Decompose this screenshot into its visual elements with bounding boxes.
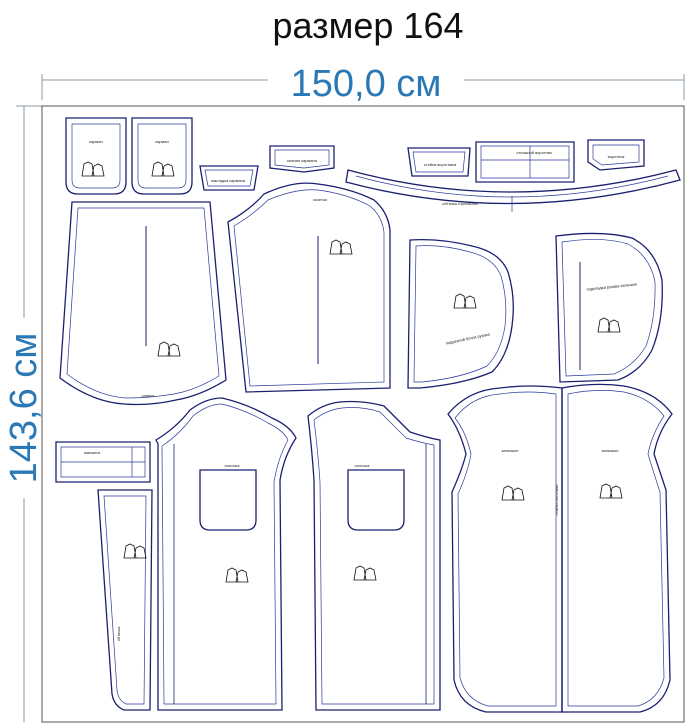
piece-label-pocket-valve: клапан кармана [287, 158, 318, 163]
pattern-piece-long-strip: обтачка [97, 489, 153, 711]
pattern-piece-collar-strip: обтачка горловины [345, 169, 681, 212]
pattern-piece-yoke: кокетка [227, 182, 391, 393]
jacket-icon [123, 543, 147, 559]
piece-label-pocket-right: карман [155, 139, 168, 144]
piece-label-collar-band: стойка воротника [424, 162, 457, 167]
pattern-piece-back: спинка [59, 201, 227, 406]
piece-label-collar: отложной воротник [516, 150, 552, 155]
piece-label-collar-strip: обтачка горловины [442, 201, 478, 206]
pattern-piece-front-left: полочка [155, 397, 297, 711]
piece-label-zip-strip: планка застёжки [554, 485, 559, 516]
pattern-piece-sleeve-right: подкладка рукава капюшон [555, 232, 663, 383]
height-dimension: 143,6 см [3, 105, 46, 722]
piece-label-sleeve-right: подкладка рукава капюшон [586, 281, 637, 291]
pattern-piece-collar-band: стойка воротника [407, 147, 471, 177]
piece-label-front-left: полочка [225, 463, 241, 468]
pattern-piece-front-right: полочка [307, 400, 441, 711]
pattern-piece-hood-left: капюшон [447, 385, 563, 713]
jacket-icon [501, 485, 525, 501]
size-title: размер 164 [272, 5, 463, 46]
jacket-icon [225, 567, 249, 583]
pattern-piece-collar-left: воротник [587, 139, 645, 171]
jacket-icon [597, 317, 621, 333]
piece-label-back: спинка [142, 393, 155, 398]
pattern-piece-collar: отложной воротник [475, 141, 575, 183]
piece-label-small-strap: накладка кармана [211, 178, 246, 183]
jacket-icon [599, 483, 623, 499]
height-label: 143,6 см [3, 333, 45, 484]
jacket-icon [151, 161, 175, 177]
jacket-icon [81, 161, 105, 177]
piece-label-front-right: полочка [355, 463, 371, 468]
piece-label-hood-right: капюшон [602, 448, 619, 453]
piece-label-long-strip: обтачка [116, 626, 121, 641]
piece-label-sleeve-left: подрезной бочок рукава [445, 331, 491, 345]
pattern-piece-pocket-right: карман [131, 117, 193, 195]
piece-label-pocket-left: карман [89, 139, 102, 144]
jacket-icon [157, 341, 181, 357]
width-dimension: 150,0 см [41, 63, 685, 105]
pattern-piece-hood-right: капюшон планка застёжки [554, 383, 673, 713]
piece-label-hood-left: капюшон [502, 448, 519, 453]
jacket-icon [329, 239, 353, 255]
piece-label-collar-left: воротник [608, 154, 625, 159]
jacket-icon [353, 565, 377, 581]
pattern-piece-sleeve-left: подрезной бочок рукава [407, 238, 514, 389]
pattern-piece-small-strap: накладка кармана [199, 165, 259, 191]
piece-label-yoke: кокетка [313, 197, 328, 202]
pattern-piece-pocket-left: карман [65, 117, 127, 195]
jacket-icons [81, 161, 623, 583]
sheet-frame [41, 105, 685, 723]
jacket-icon [453, 293, 477, 309]
width-label: 150,0 см [291, 63, 442, 105]
piece-label-cuff: манжета [84, 450, 101, 455]
pattern-piece-pocket-valve: клапан кармана [269, 145, 335, 173]
pattern-piece-cuff: манжета [55, 441, 151, 483]
